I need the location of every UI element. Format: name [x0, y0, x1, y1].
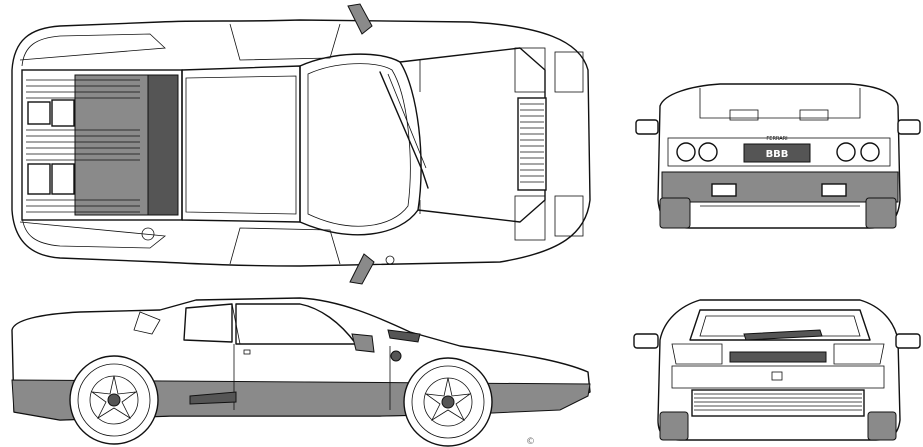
mirror-top-right [349, 253, 375, 285]
tail-lights [676, 142, 880, 162]
watermark: © [526, 437, 535, 447]
mirror-rear-left [635, 119, 659, 135]
rear-badge: FERRARI [766, 136, 787, 142]
mirror-front-left [633, 333, 659, 349]
rear-plate [743, 143, 811, 163]
tyre-rear-left [659, 197, 691, 229]
tyre-front-right [867, 411, 897, 441]
tyre-front-left [659, 411, 689, 441]
top-view [11, 3, 591, 285]
mirror-side [351, 333, 375, 353]
rear-view: BBB FERRARI [635, 83, 921, 229]
mirror-front-right [895, 333, 921, 349]
mirror-top-left [347, 3, 373, 35]
front-view [633, 299, 921, 441]
rear-plate-text: BBB [766, 149, 789, 160]
side-view [11, 297, 591, 447]
wheel-rear [69, 355, 159, 445]
wheel-front [403, 357, 493, 447]
engine-louvres [26, 74, 179, 216]
tyre-rear-right [865, 197, 897, 229]
front-grille [691, 389, 865, 417]
mirror-rear-right [897, 119, 921, 135]
front-grille-top [517, 97, 547, 191]
